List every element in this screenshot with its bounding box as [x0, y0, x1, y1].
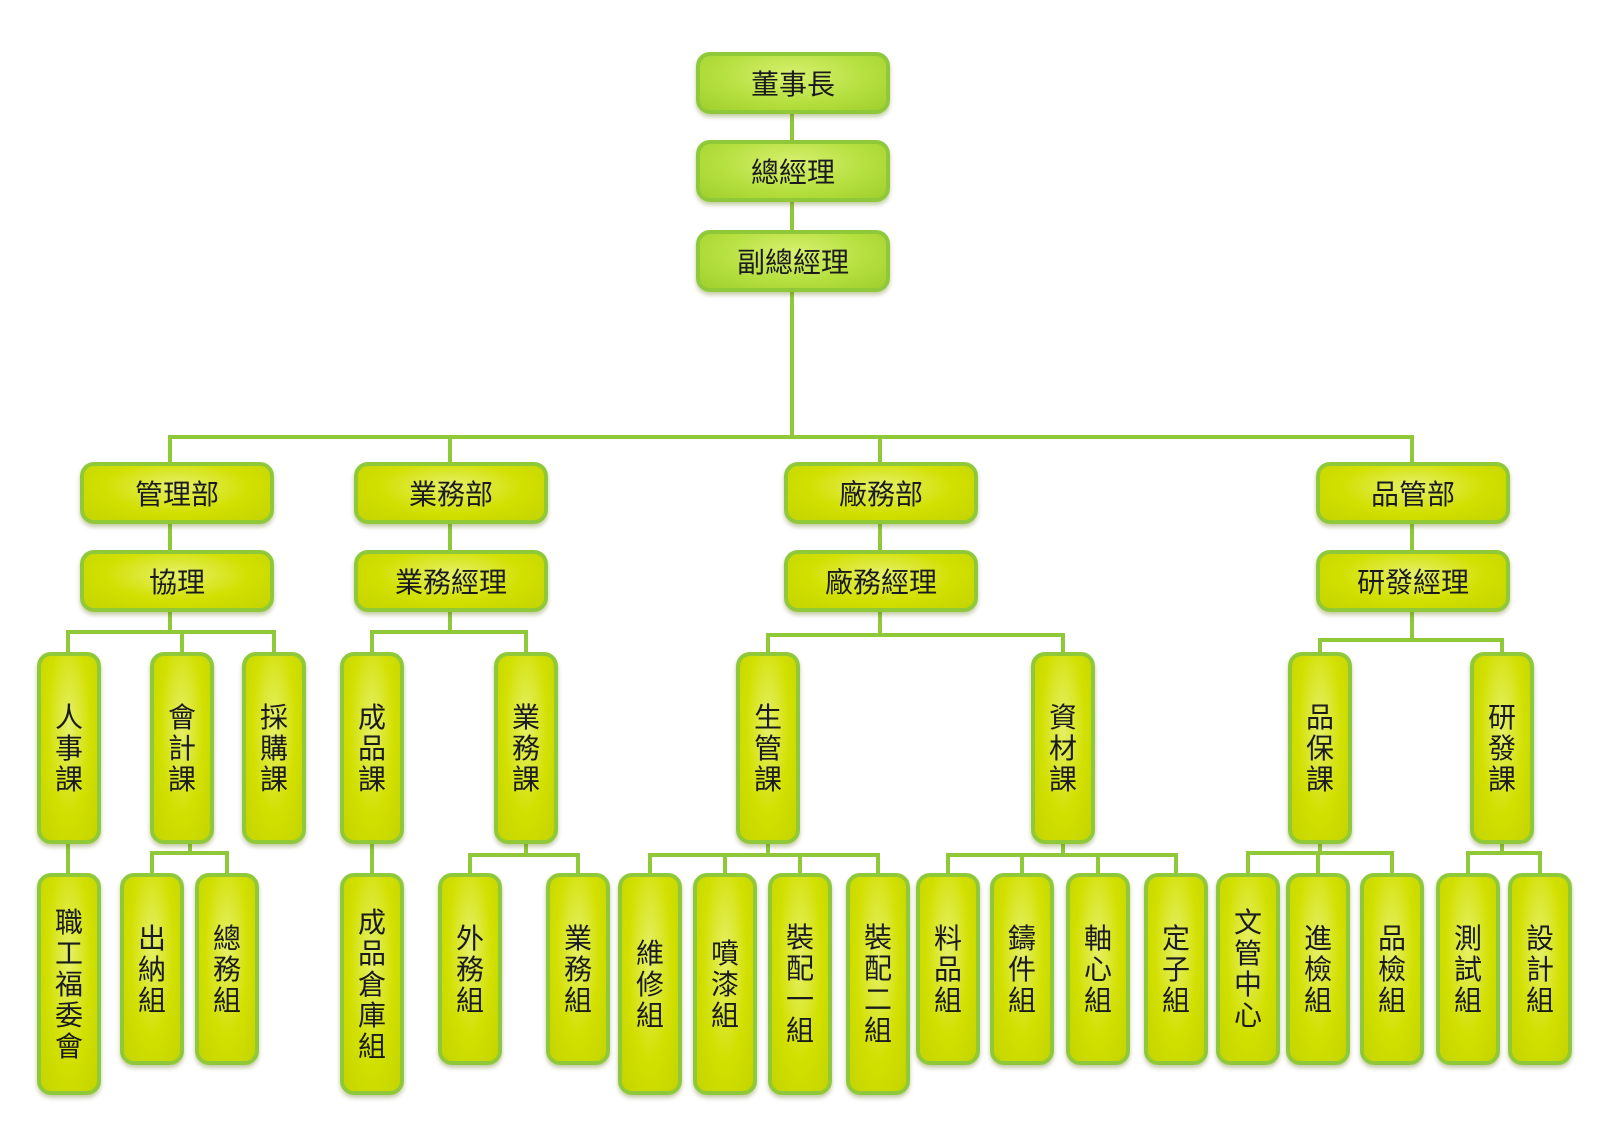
- node-dept-quality: 品管部: [1316, 462, 1510, 524]
- node-label: 資材課: [1048, 700, 1077, 796]
- node-head-quality: 研發經理: [1316, 550, 1510, 612]
- node-label: 成品倉庫組: [357, 905, 386, 1063]
- node-general-affairs-group: 總務組: [195, 873, 259, 1065]
- node-label: 業務部: [408, 478, 493, 511]
- node-label: 維修組: [635, 936, 664, 1032]
- node-materials-section: 資材課: [1031, 652, 1095, 844]
- node-label: 裝配一組: [785, 921, 814, 1047]
- node-label: 廠務部: [838, 478, 923, 511]
- node-qa-section: 品保課: [1288, 652, 1352, 844]
- node-deputy-general-manager: 副總經理: [696, 230, 890, 292]
- node-accounting-section: 會計課: [150, 652, 214, 844]
- node-painting-group: 噴漆組: [693, 873, 757, 1095]
- node-sales-section: 業務課: [494, 652, 558, 844]
- node-label: 會計課: [167, 700, 196, 796]
- node-warehouse-group: 成品倉庫組: [340, 873, 404, 1095]
- node-doc-center: 文管中心: [1216, 873, 1280, 1065]
- node-casting-group: 鑄件組: [990, 873, 1054, 1065]
- node-design-group: 設計組: [1508, 873, 1572, 1065]
- node-cashier-group: 出納組: [120, 873, 184, 1065]
- node-label: 定子組: [1161, 921, 1190, 1017]
- node-label: 品保課: [1305, 700, 1334, 796]
- node-head-management: 協理: [80, 550, 274, 612]
- node-production-section: 生管課: [736, 652, 800, 844]
- node-welfare-committee: 職工福委會: [37, 873, 101, 1095]
- node-sales-group: 業務組: [546, 873, 610, 1065]
- node-shaft-group: 軸心組: [1066, 873, 1130, 1065]
- node-head-sales: 業務經理: [354, 550, 548, 612]
- node-label: 採購課: [259, 700, 288, 796]
- node-testing-group: 測試組: [1436, 873, 1500, 1065]
- node-finished-goods-section: 成品課: [340, 652, 404, 844]
- node-label: 文管中心: [1233, 906, 1262, 1032]
- node-external-group: 外務組: [438, 873, 502, 1065]
- node-label: 軸心組: [1083, 921, 1112, 1017]
- node-label: 管理部: [134, 478, 219, 511]
- node-purchasing-section: 採購課: [242, 652, 306, 844]
- node-general-manager: 總經理: [696, 140, 890, 202]
- node-stator-group: 定子組: [1144, 873, 1208, 1065]
- node-label: 副總經理: [736, 246, 849, 279]
- node-hr-section: 人事課: [37, 652, 101, 844]
- node-label: 成品課: [357, 700, 386, 796]
- node-material-group: 料品組: [916, 873, 980, 1065]
- node-label: 噴漆組: [710, 936, 739, 1032]
- node-label: 總務組: [212, 921, 241, 1017]
- node-chairman: 董事長: [696, 52, 890, 114]
- node-label: 業務組: [563, 921, 592, 1017]
- node-label: 人事課: [54, 700, 83, 796]
- node-label: 品檢組: [1377, 921, 1406, 1017]
- node-label: 出納組: [137, 921, 166, 1017]
- node-label: 業務課: [511, 700, 540, 796]
- node-incoming-inspection-group: 進檢組: [1286, 873, 1350, 1065]
- node-label: 研發經理: [1356, 566, 1469, 599]
- node-dept-sales: 業務部: [354, 462, 548, 524]
- node-label: 生管課: [753, 700, 782, 796]
- node-label: 品管部: [1370, 478, 1455, 511]
- node-label: 進檢組: [1303, 921, 1332, 1017]
- node-label: 裝配二組: [863, 921, 892, 1047]
- node-label: 董事長: [750, 68, 835, 101]
- node-label: 業務經理: [394, 566, 507, 599]
- node-label: 外務組: [455, 921, 484, 1017]
- node-maintenance-group: 維修組: [618, 873, 682, 1095]
- node-label: 協理: [148, 566, 205, 599]
- node-label: 鑄件組: [1007, 921, 1036, 1017]
- node-label: 測試組: [1453, 921, 1482, 1017]
- node-assembly2-group: 裝配二組: [846, 873, 910, 1095]
- node-label: 料品組: [933, 921, 962, 1017]
- node-head-factory: 廠務經理: [784, 550, 978, 612]
- node-label: 研發課: [1487, 700, 1516, 796]
- node-rd-section: 研發課: [1470, 652, 1534, 844]
- node-quality-inspection-group: 品檢組: [1360, 873, 1424, 1065]
- node-assembly1-group: 裝配一組: [768, 873, 832, 1095]
- node-dept-management: 管理部: [80, 462, 274, 524]
- node-dept-factory: 廠務部: [784, 462, 978, 524]
- node-label: 設計組: [1525, 921, 1554, 1017]
- node-label: 總經理: [750, 156, 835, 189]
- node-label: 廠務經理: [824, 566, 937, 599]
- node-label: 職工福委會: [54, 905, 83, 1063]
